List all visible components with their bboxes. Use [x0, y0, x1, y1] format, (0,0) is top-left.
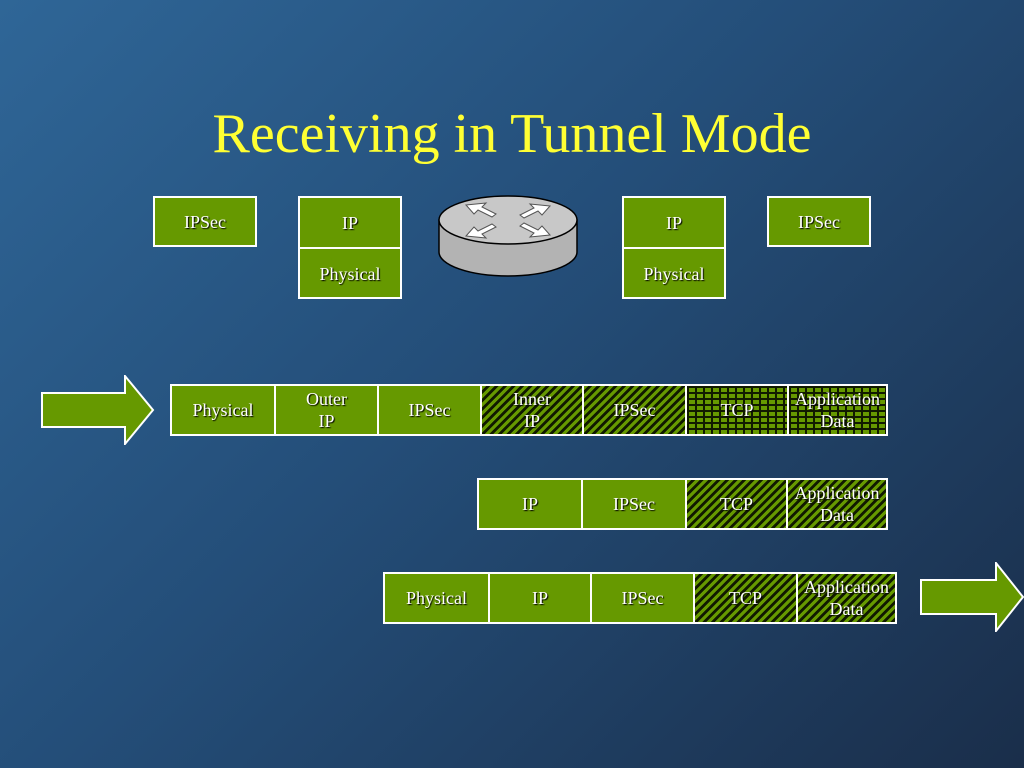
right-ip-layer: IP — [622, 196, 726, 249]
packet-row-2-tcp: TCP — [685, 480, 786, 528]
packet-row-1: Physical Outer IP IPSec Inner IP IPSec T… — [170, 384, 888, 436]
right-ipsec-box: IPSec — [767, 196, 871, 247]
packet-row-1-physical: Physical — [172, 386, 274, 434]
packet-row-3-tcp: TCP — [693, 574, 796, 622]
right-arrow-icon — [920, 562, 1024, 632]
packet-row-2-application-data: Application Data — [786, 480, 886, 528]
left-ip-label: IP — [341, 212, 358, 233]
packet-row-1-inner-ipsec: IPSec — [582, 386, 685, 434]
right-ip-label: IP — [665, 212, 682, 233]
right-ip-stack: IP Physical — [622, 196, 726, 299]
packet-row-3-ip: IP — [488, 574, 590, 622]
packet-row-2-ipsec: IPSec — [581, 480, 685, 528]
packet-row-1-outer-ip: Outer IP — [274, 386, 377, 434]
left-ipsec-label: IPSec — [184, 211, 226, 232]
left-ip-stack: IP Physical — [298, 196, 402, 299]
packet-row-1-application-data: Application Data — [787, 386, 886, 434]
right-ipsec-label: IPSec — [798, 211, 840, 232]
right-physical-label: Physical — [643, 263, 705, 284]
packet-row-3-ipsec: IPSec — [590, 574, 693, 622]
left-ip-layer: IP — [298, 196, 402, 249]
packet-row-3-application-data: Application Data — [796, 574, 895, 622]
page-title: Receiving in Tunnel Mode — [212, 103, 812, 165]
packet-row-2: IP IPSec TCP Application Data — [477, 478, 888, 530]
packet-row-2-ip: IP — [479, 480, 581, 528]
router-icon — [438, 195, 578, 277]
right-physical-layer: Physical — [622, 248, 726, 299]
packet-row-1-tcp: TCP — [685, 386, 787, 434]
packet-row-3-physical: Physical — [385, 574, 488, 622]
left-ipsec-box: IPSec — [153, 196, 257, 247]
packet-row-1-inner-ip: Inner IP — [480, 386, 582, 434]
packet-row-1-ipsec: IPSec — [377, 386, 480, 434]
packet-row-3: Physical IP IPSec TCP Application Data — [383, 572, 897, 624]
right-arrow-icon — [41, 375, 155, 445]
left-physical-label: Physical — [319, 263, 381, 284]
left-physical-layer: Physical — [298, 248, 402, 299]
